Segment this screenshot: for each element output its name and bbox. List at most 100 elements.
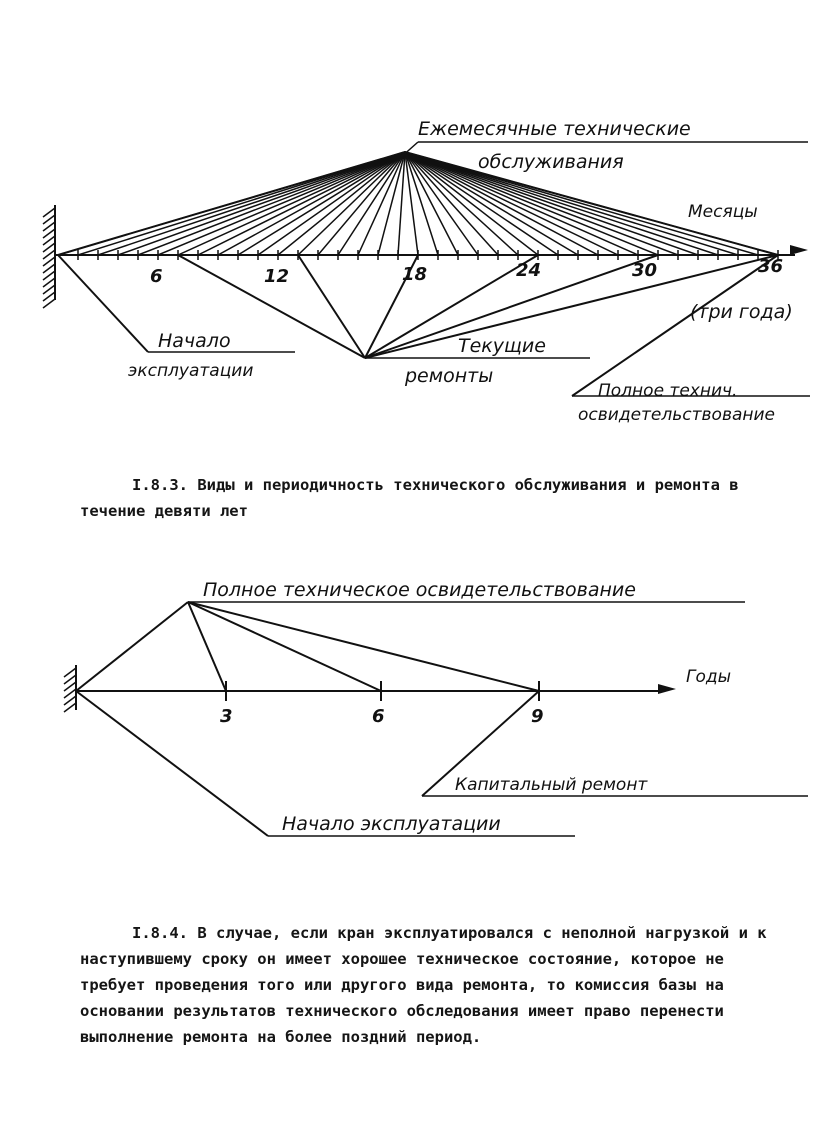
hatch-stroke [42, 249, 56, 260]
tick-label-36: 36 [758, 256, 783, 277]
start-label-2: эксплуатации [128, 361, 253, 381]
fan-line [117, 151, 406, 256]
fan-line [297, 151, 406, 256]
repair-line [177, 254, 366, 359]
fan-line [404, 151, 479, 256]
axis-arrow [658, 684, 676, 694]
fan-line [197, 151, 406, 256]
monthly-maintenance-label-2: обслуживания [478, 151, 624, 173]
tick-label-9: 9 [531, 706, 544, 727]
fan-line [404, 151, 739, 256]
hatch-stroke [42, 256, 56, 267]
start-label: Начало эксплуатации [282, 813, 501, 835]
axis-arrow [790, 245, 808, 255]
hatch-stroke [42, 291, 56, 302]
fan-line [217, 151, 406, 256]
repair-line [364, 254, 539, 359]
hatch-stroke [42, 284, 56, 295]
hatch-stroke [63, 667, 77, 678]
body-paragraph: I.8.4. В случае, если кран эксплуатирова… [80, 924, 767, 1046]
fan-line [157, 151, 406, 256]
survey-label-2: освидетельствование [578, 405, 775, 425]
fan-line [397, 151, 406, 256]
hatch-stroke [42, 277, 56, 288]
fan-edge-left [57, 151, 406, 256]
tick-label-3: 3 [220, 706, 233, 727]
axis-minor-ticks [77, 250, 779, 260]
fan-line [404, 151, 619, 256]
start-leader [57, 254, 149, 353]
fan-line [404, 151, 419, 256]
capital-leader [421, 690, 540, 797]
hatch-stroke [42, 235, 56, 246]
fan-line [404, 151, 599, 256]
label-leader [399, 141, 419, 159]
hatch-stroke [42, 207, 56, 218]
wall-hatch [42, 205, 56, 309]
fan-line [404, 151, 539, 256]
fan-line [257, 151, 406, 256]
hatch-stroke [63, 674, 77, 685]
repair-line [364, 254, 659, 359]
monthly-maintenance-label-1: Ежемесячные технические [418, 118, 691, 140]
survey-label: Полное техническое освидетельствование [203, 579, 636, 601]
repair-line [364, 254, 779, 359]
tick-label-6: 6 [150, 266, 163, 287]
months-axis-label: Месяцы [688, 202, 758, 222]
fan-line [404, 151, 559, 256]
fan-line [404, 151, 579, 256]
fan-line [404, 151, 679, 256]
survey-line-9 [187, 601, 540, 692]
hatch-stroke [63, 702, 77, 713]
start-leader [75, 690, 269, 837]
figure-caption: I.8.3. Виды и периодичность технического… [80, 476, 739, 520]
hatch-stroke [42, 298, 56, 309]
fan-line [357, 151, 406, 256]
hatch-stroke [42, 242, 56, 253]
survey-line-6 [187, 601, 382, 692]
start-label-1: Начало [158, 330, 231, 352]
repairs-label-2: ремонты [404, 365, 493, 387]
fan-line [404, 151, 519, 256]
fan-line [317, 151, 406, 256]
hatch-stroke [63, 695, 77, 706]
fan-line [404, 151, 699, 256]
fan-line [377, 151, 406, 256]
survey-line-3 [187, 601, 227, 692]
survey-leader [571, 254, 779, 397]
survey-line-start [75, 601, 189, 692]
fan-edge-right [404, 151, 779, 256]
repair-line [364, 254, 419, 359]
hatch-stroke [42, 228, 56, 239]
hatch-stroke [42, 263, 56, 274]
fan-line [277, 151, 406, 256]
hatch-stroke [63, 688, 77, 699]
capital-label: Капитальный ремонт [455, 775, 648, 795]
fan-line [404, 151, 659, 256]
fan-line [97, 151, 406, 256]
fan-line [404, 151, 459, 256]
fan-line [404, 151, 719, 256]
tick-label-24: 24 [516, 260, 541, 281]
fan-line [404, 151, 499, 256]
survey-diagram-years: Полное техническое освидетельствование Г… [63, 579, 808, 837]
wall-hatch [63, 665, 77, 713]
hatch-stroke [42, 270, 56, 281]
repair-line [297, 254, 366, 359]
fan-line [337, 151, 406, 256]
fan-line [177, 151, 406, 256]
tick-label-12: 12 [264, 266, 289, 287]
three-years-note: (три года) [690, 301, 793, 323]
maintenance-diagram-months: Ежемесячные технические обслуживания Мес… [42, 118, 810, 425]
current-repairs-lines [177, 254, 779, 359]
survey-label-1: Полное технич. [598, 381, 737, 401]
monthly-maintenance-lines [57, 151, 779, 256]
repairs-label-1: Текущие [458, 335, 546, 357]
tick-label-6: 6 [372, 706, 385, 727]
tick-label-18: 18 [402, 264, 427, 285]
years-axis-label: Годы [686, 667, 731, 687]
fan-line [404, 151, 639, 256]
hatch-stroke [42, 221, 56, 232]
fan-line [137, 151, 406, 256]
fan-line [237, 151, 406, 256]
